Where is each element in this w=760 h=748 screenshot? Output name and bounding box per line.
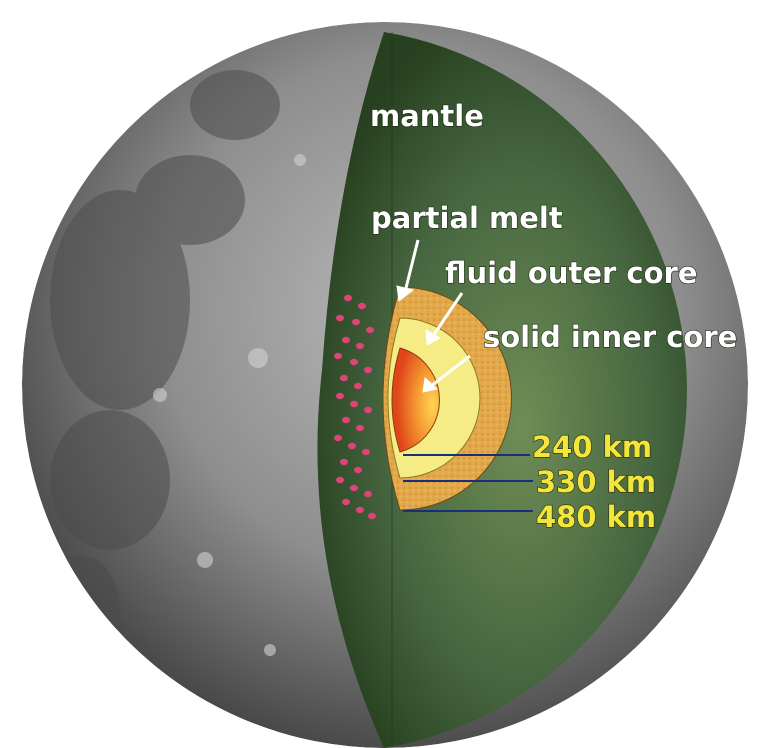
melt-droplet [368, 512, 376, 520]
partial-melt-arrow [403, 239, 420, 293]
melt-droplet [358, 302, 366, 310]
melt-droplet [354, 466, 362, 474]
melt-droplet [336, 314, 344, 322]
solid-inner-core-arrow [430, 354, 471, 388]
label-arrows [396, 239, 471, 393]
solid-inner-core-arrowhead [422, 376, 439, 393]
melt-droplet [342, 498, 350, 506]
partial-melt-radius-label: 480 km [536, 500, 656, 534]
melt-droplet [340, 458, 348, 466]
partial-melt-label: partial melt [371, 201, 563, 235]
inner-core-radius-label: 240 km [532, 430, 652, 464]
melt-droplet [350, 400, 358, 408]
melt-droplet [356, 342, 364, 350]
mantle-label: mantle [370, 99, 484, 133]
melt-droplet [336, 476, 344, 484]
melt-droplet [348, 442, 356, 450]
melt-droplet [342, 416, 350, 424]
melt-droplet [354, 382, 362, 390]
fluid-outer-core-label: fluid outer core [445, 256, 698, 290]
fluid-outer-core-arrowhead [425, 329, 442, 346]
melt-droplet [356, 424, 364, 432]
melt-droplet [334, 352, 342, 360]
melt-droplet [342, 336, 350, 344]
melt-droplet [366, 326, 374, 334]
melt-droplet [344, 294, 352, 302]
fluid-outer-core-arrow [431, 292, 464, 337]
crater-rays [153, 154, 306, 656]
melt-droplet [350, 358, 358, 366]
melt-droplet [350, 484, 358, 492]
melt-droplet [334, 434, 342, 442]
melt-droplet [362, 448, 370, 456]
partial-melt-arrowhead [396, 285, 415, 302]
melt-droplet [336, 392, 344, 400]
solid-inner-core-label: solid inner core [483, 320, 737, 354]
melt-droplet [356, 506, 364, 514]
outer-core-radius-label: 330 km [536, 465, 656, 499]
solid-inner-core-layer [391, 347, 440, 453]
partial-melt-dots [334, 294, 376, 520]
melt-droplet [364, 406, 372, 414]
melt-droplet [364, 490, 372, 498]
melt-droplet [340, 374, 348, 382]
melt-droplet [352, 318, 360, 326]
melt-droplet [364, 366, 372, 374]
